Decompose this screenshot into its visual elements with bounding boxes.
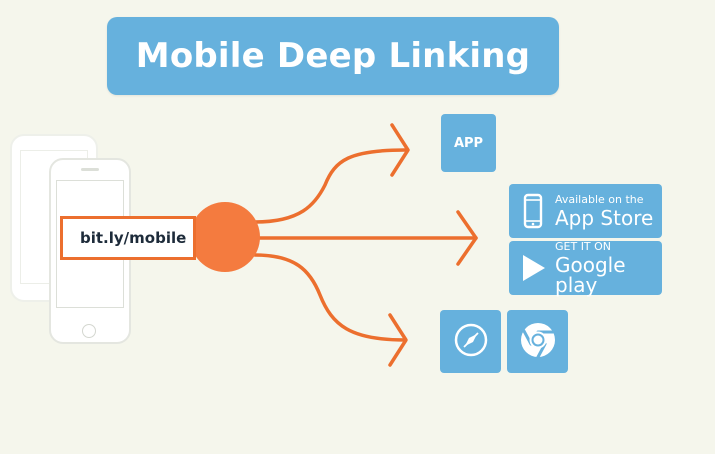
chrome-icon [518,320,558,364]
google-play-caption: GET IT ON [555,240,612,253]
arrow-to-browser-head [388,313,408,367]
page-title: Mobile Deep Linking [135,36,531,76]
short-link-text: bit.ly/mobile [80,229,187,247]
arrow-to-app [253,148,407,224]
safari-tile [440,310,501,373]
title-banner: Mobile Deep Linking [107,17,559,95]
phone-speaker [81,168,99,171]
arrow-to-browser [253,253,407,342]
app-target-tile: APP [441,114,496,172]
app-store-name: App Store [555,206,654,230]
arrow-to-app-head [390,123,410,177]
app-label: APP [453,135,484,151]
arrow-to-store-head [456,210,478,266]
app-store-badge: Available on the App Store [509,184,662,238]
phone-home-button [82,324,96,338]
google-play-name: Google play [555,253,626,297]
app-store-caption: Available on the [555,193,644,206]
play-triangle-icon [519,249,547,287]
google-play-badge: GET IT ON Google play [509,241,662,295]
smartphone-icon [519,192,547,230]
chrome-tile [507,310,568,373]
compass-icon [453,322,489,362]
short-link-box: bit.ly/mobile [60,216,196,260]
redirect-node [190,202,260,272]
